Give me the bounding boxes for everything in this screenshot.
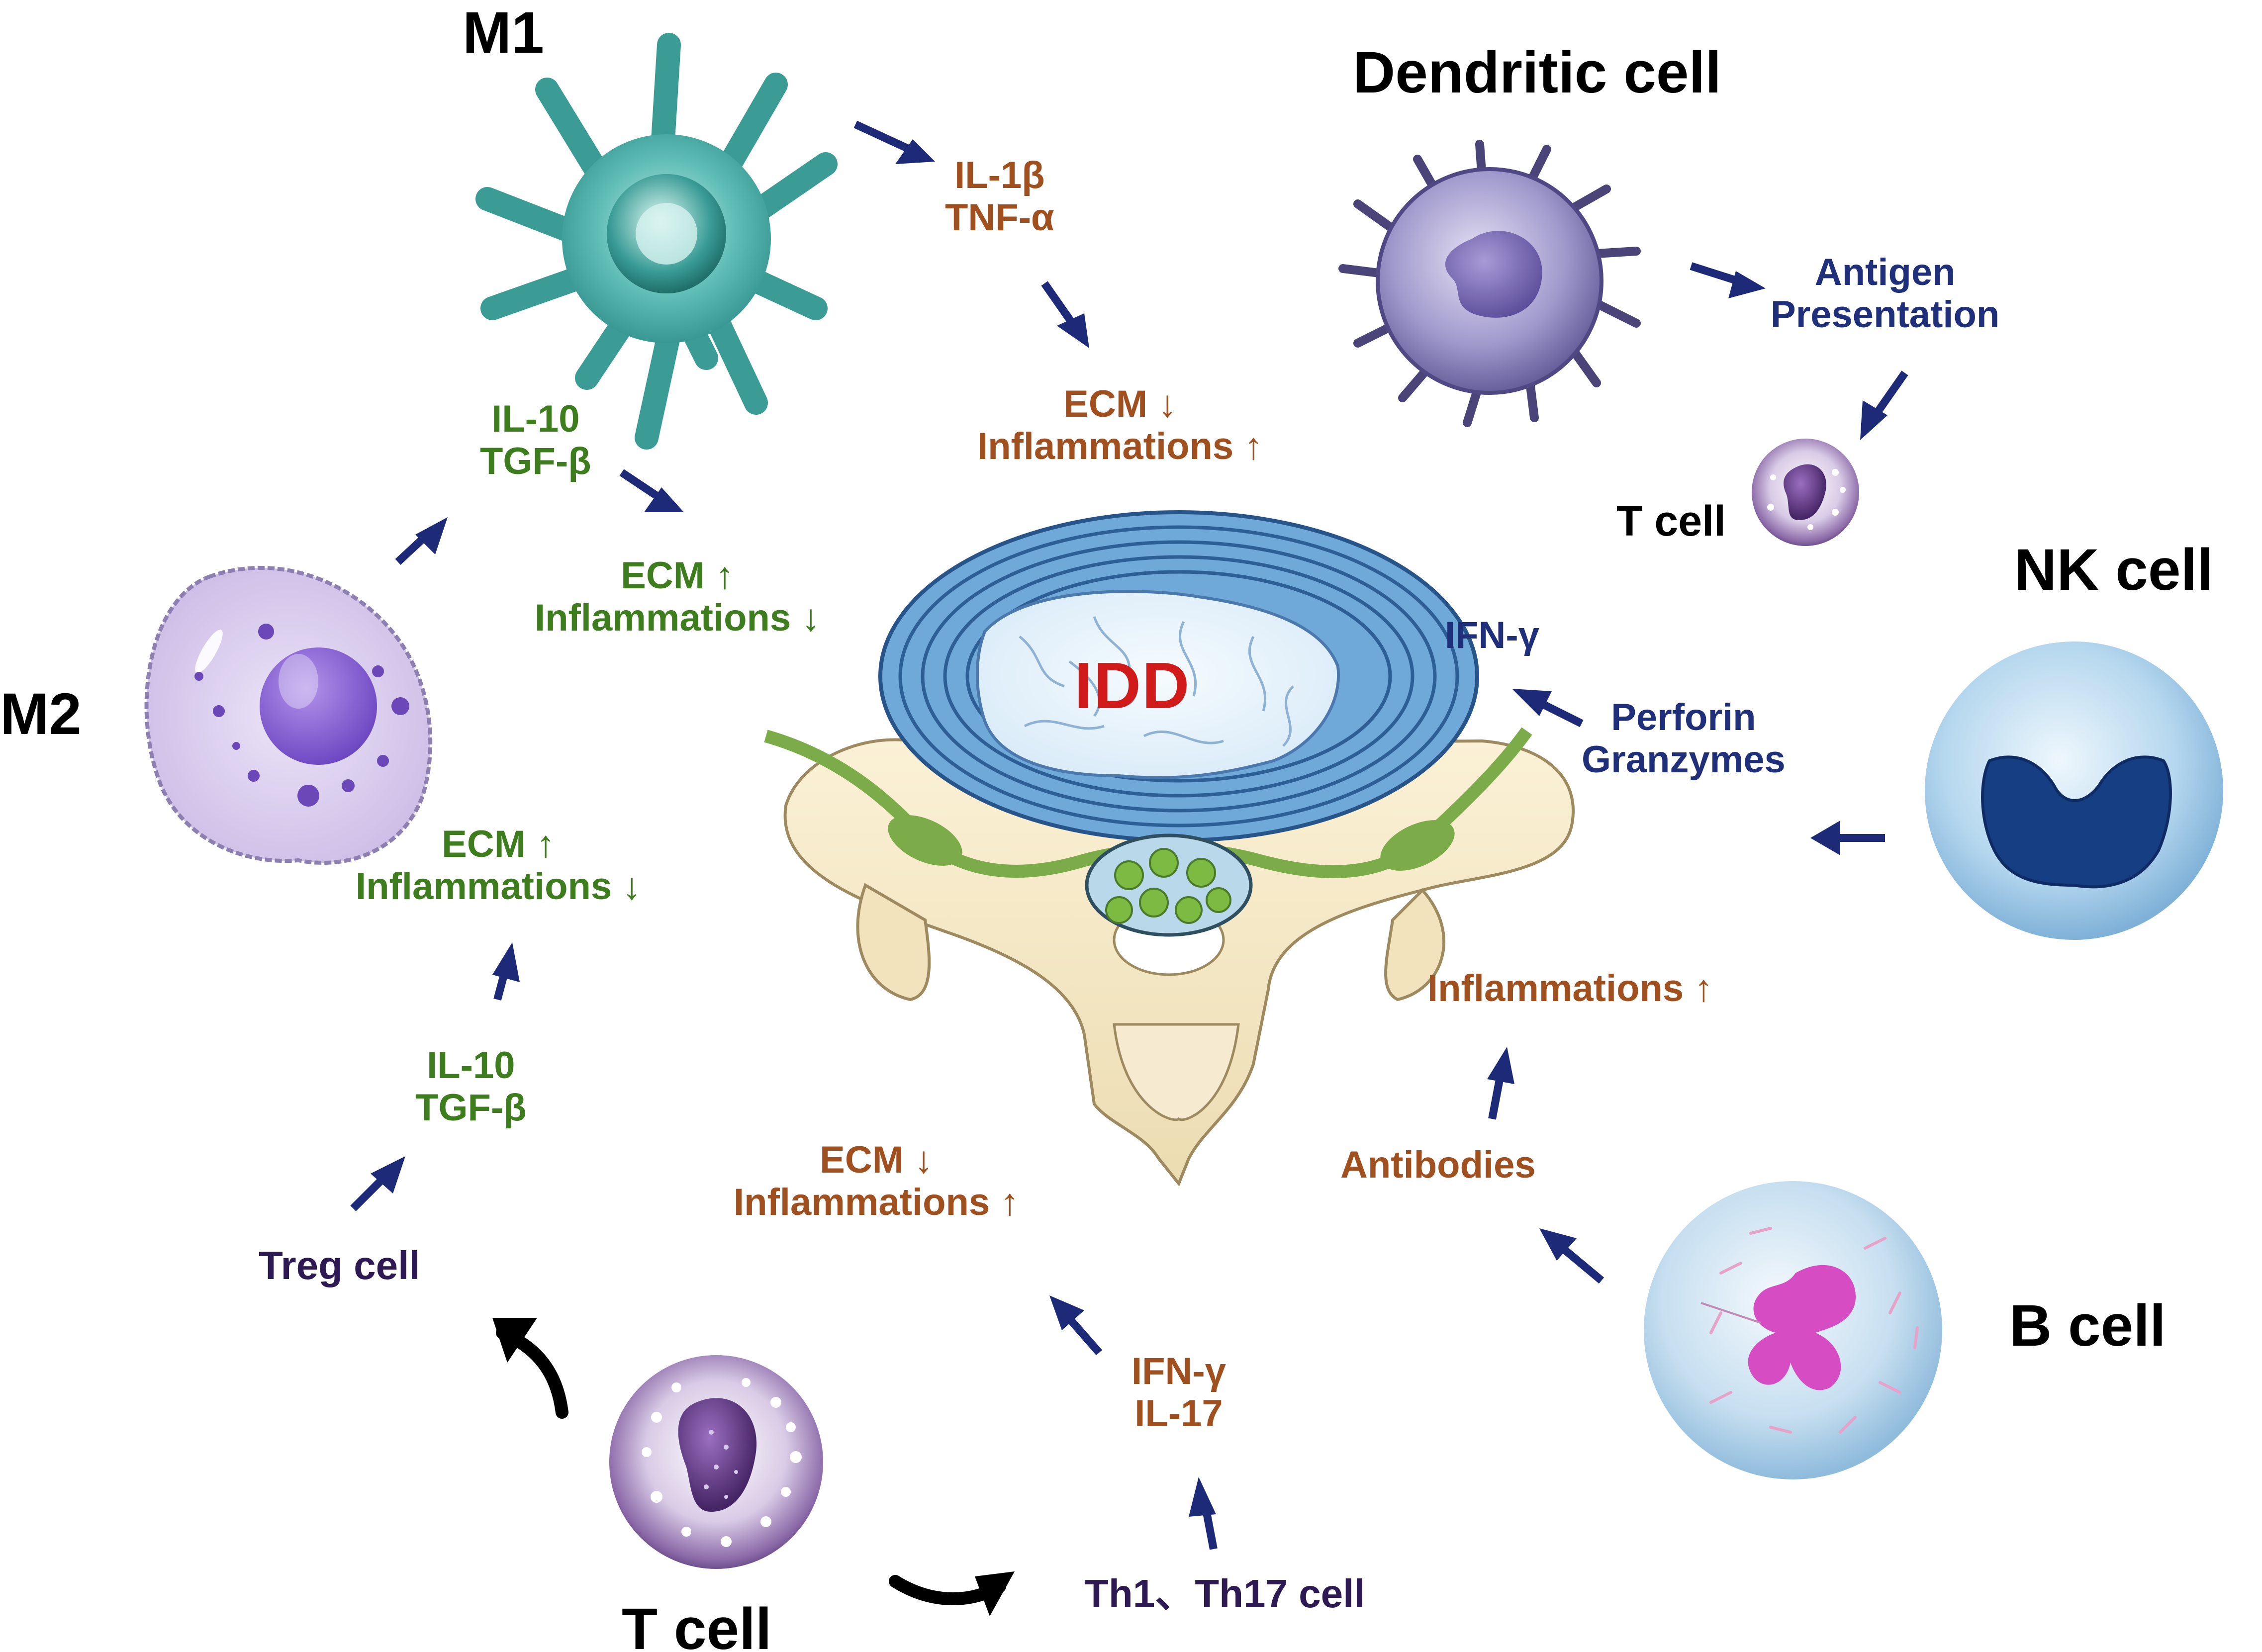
idd-label: IDD	[1074, 649, 1191, 722]
m2-cytokine-tgfb: TGF-β	[480, 440, 591, 483]
b-cell-label: B cell	[2009, 1293, 2166, 1359]
arrow-treg-to-cytokines	[350, 1156, 405, 1211]
th-effect-ecm: ECM ↓	[820, 1139, 934, 1181]
arrow-nk-to-perforin	[1810, 821, 1885, 855]
arrow-th-cytokines-to-effect	[1049, 1295, 1103, 1356]
th-cytokines: IFN-γ IL-17	[1131, 1350, 1226, 1435]
t-cell-small-icon	[1752, 439, 1859, 546]
arrow-antibodies-to-inflammation	[1487, 1047, 1514, 1120]
arrow-dendritic-to-antigen	[1690, 262, 1766, 298]
antigen-label: Antigen	[1814, 251, 1956, 293]
nk-cell-label: NK cell	[2014, 537, 2214, 603]
treg-cytokines: IL-10 TGF-β	[415, 1044, 527, 1129]
t-cell-main-icon	[609, 1355, 823, 1569]
dendritic-cell-icon	[1338, 140, 1641, 427]
arrow-m1-to-cytokines	[853, 120, 935, 164]
th-cytokine-il17: IL-17	[1134, 1392, 1223, 1435]
arrow-m1-cytokines-to-effect	[1041, 281, 1089, 348]
m2-effect-ecm: ECM ↑	[621, 554, 735, 597]
nk-cell-icon	[1925, 642, 2223, 940]
treg-effect: ECM ↑ Inflammations ↓	[356, 823, 641, 908]
m2-macrophage-icon	[144, 565, 433, 865]
treg-effect-inflammation: Inflammations ↓	[356, 865, 642, 908]
intervertebral-disc-illustration	[764, 510, 1575, 1187]
arrow-antigen-to-t-cell	[1860, 370, 1908, 440]
presentation-label: Presentation	[1771, 293, 2000, 336]
arrowhead-treg	[492, 1318, 537, 1363]
m2-effect: ECM ↑ Inflammations ↓	[535, 554, 820, 639]
th-cytokine-ifng: IFN-γ	[1131, 1350, 1226, 1392]
t-cell-main-label: T cell	[622, 1596, 772, 1652]
dendritic-action: Antigen Presentation	[1771, 251, 1999, 336]
b-cell-icon	[1644, 1181, 1942, 1479]
arrowhead-th	[975, 1571, 1015, 1616]
signal-arrows	[350, 120, 1908, 1550]
nk-ifng: IFN-γ	[1445, 614, 1539, 656]
arrow-b-to-antibodies	[1539, 1228, 1604, 1284]
arrow-m2-to-cytokines	[395, 517, 448, 565]
m2-cytokine-il10: IL-10	[491, 398, 580, 440]
th-effect-inflammation: Inflammations ↑	[734, 1181, 1020, 1224]
m2-cytokines: IL-10 TGF-β	[480, 398, 591, 482]
m1-effect: ECM ↓ Inflammations ↑	[977, 383, 1263, 467]
m1-label: M1	[463, 0, 544, 66]
arrow-th-to-cytokines	[1189, 1477, 1218, 1550]
m1-macrophage-icon	[475, 33, 838, 450]
arrow-perforin-to-ifn	[1512, 689, 1584, 728]
m1-effect-ecm: ECM ↓	[1063, 383, 1177, 425]
dendritic-cell-label: Dendritic cell	[1353, 40, 1722, 105]
antibodies-label: Antibodies	[1340, 1144, 1536, 1186]
treg-cytokine-tgfb: TGF-β	[415, 1087, 527, 1129]
th-effect: ECM ↓ Inflammations ↑	[734, 1139, 1019, 1223]
treg-cell-label: Treg cell	[259, 1243, 420, 1287]
m1-effect-inflammation: Inflammations ↑	[977, 425, 1263, 468]
arrow-m2-cytokines-to-effect	[619, 469, 684, 512]
treg-cytokine-il10: IL-10	[427, 1044, 515, 1087]
th-cell-label: Th1、Th17 cell	[1084, 1571, 1365, 1616]
m1-cytokine-tnfa: TNF-α	[945, 196, 1054, 239]
m1-cytokine-il1b: IL-1β	[954, 154, 1045, 196]
treg-effect-ecm: ECM ↑	[442, 823, 556, 865]
t-cell-small-label: T cell	[1616, 497, 1726, 545]
perforin-label: Perforin	[1611, 696, 1756, 738]
nk-perforin-granzymes: Perforin Granzymes	[1582, 696, 1786, 781]
arrow-treg-effect-to-m2	[492, 942, 520, 1001]
m2-effect-inflammation: Inflammations ↓	[535, 597, 821, 640]
m1-cytokines: IL-1β TNF-α	[945, 154, 1054, 239]
granzymes-label: Granzymes	[1582, 738, 1786, 781]
m2-label: M2	[0, 681, 82, 747]
b-effect-inflammation: Inflammations ↑	[1427, 967, 1713, 1010]
